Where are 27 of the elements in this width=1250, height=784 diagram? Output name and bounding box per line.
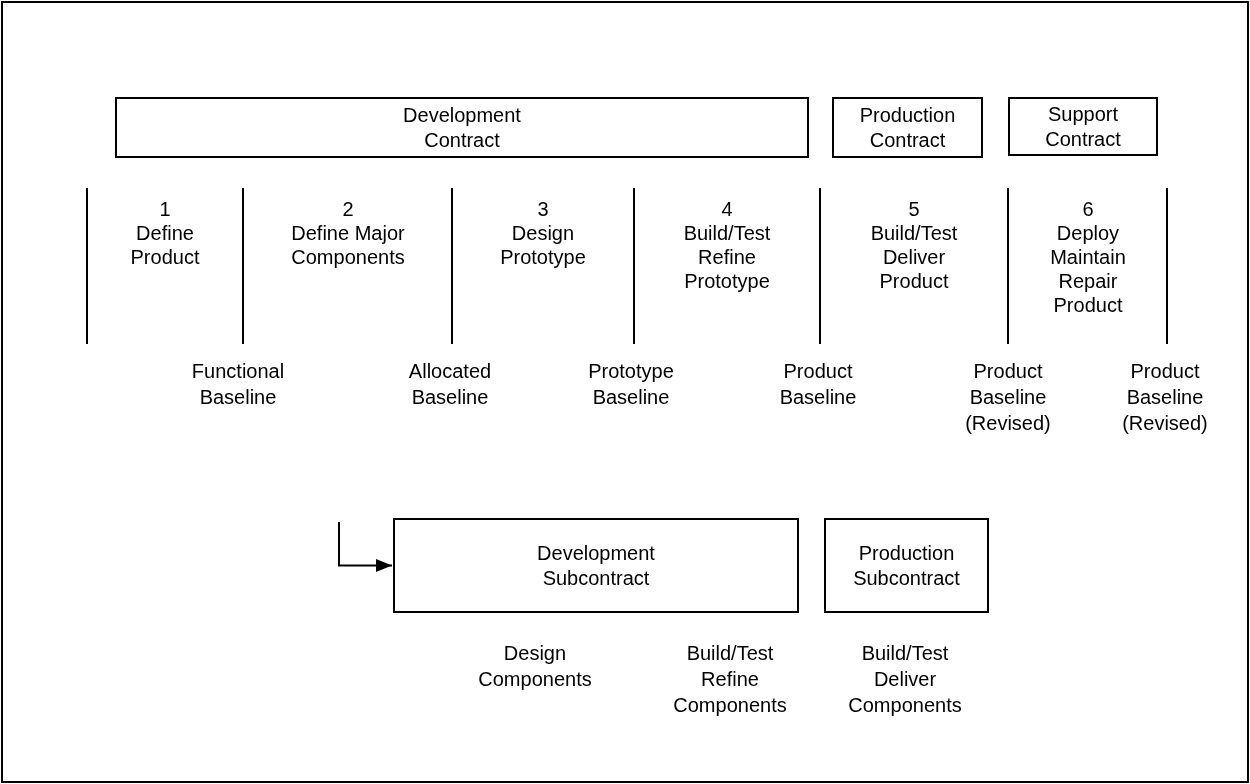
baseline-label: Allocated Baseline (407, 359, 493, 410)
phase-number: 1 (158, 197, 172, 221)
phase-name: Build/Test Refine Prototype (682, 221, 772, 293)
contract-box: Production Contract (832, 97, 983, 158)
phase-number: 2 (341, 197, 355, 221)
phase-name: Build/Test Deliver Product (869, 221, 959, 293)
task-label: Design Components (477, 641, 593, 692)
phase-number: 4 (720, 197, 734, 221)
baseline-label: Functional Baseline (190, 359, 286, 410)
phase-name: Deploy Maintain Repair Product (1049, 221, 1127, 317)
phase-number: 6 (1081, 197, 1095, 221)
phase-name: Define Major Components (290, 221, 406, 269)
phase-name: Define Product (129, 221, 201, 269)
baseline-label: Product Baseline (Revised) (1121, 359, 1209, 436)
phase-name: Design Prototype (499, 221, 587, 269)
contract-box: Production Subcontract (824, 518, 989, 613)
baseline-label: Prototype Baseline (587, 359, 675, 410)
task-label: Build/Test Refine Components (672, 641, 788, 718)
baseline-label: Product Baseline (778, 359, 858, 410)
contract-box: Development Subcontract (393, 518, 799, 613)
arrow (338, 521, 393, 572)
contract-box: Development Contract (115, 97, 809, 158)
baseline-label: Product Baseline (Revised) (964, 359, 1052, 436)
task-label: Build/Test Deliver Components (847, 641, 963, 718)
phase-number: 3 (536, 197, 550, 221)
phase-number: 5 (907, 197, 921, 221)
contract-box: Support Contract (1008, 97, 1158, 156)
